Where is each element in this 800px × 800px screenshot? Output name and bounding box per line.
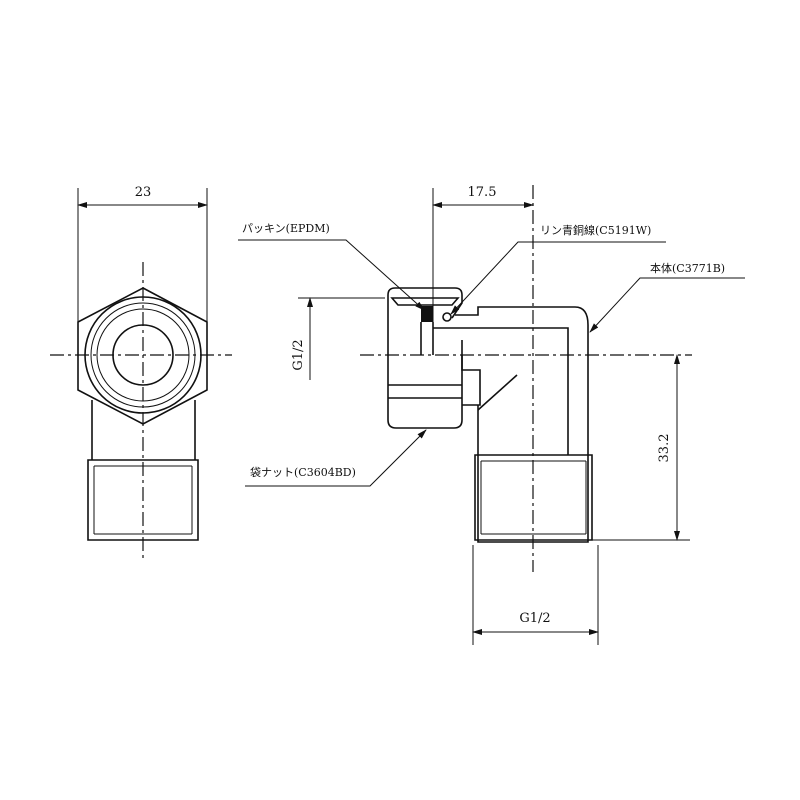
thread-section: [87, 459, 199, 541]
wire-label: リン青銅線(C5191W): [540, 223, 651, 237]
height-dimension: 33.2: [657, 434, 672, 463]
side-section-view: 17.5 G1/2 33.2 G1/2 パッキン(EPDM) リン青銅線(C51…: [238, 185, 745, 645]
body-label: 本体(C3771B): [650, 261, 725, 275]
thread-top-dimension: G1/2: [291, 339, 306, 370]
front-view: 23: [50, 185, 232, 562]
width-dimension: 23: [135, 185, 152, 200]
thread-bottom-dimension: G1/2: [519, 611, 550, 626]
packing-label: パッキン(EPDM): [242, 222, 330, 235]
nut-label: 袋ナット(C3604BD): [250, 465, 356, 479]
offset-dimension: 17.5: [468, 185, 497, 200]
